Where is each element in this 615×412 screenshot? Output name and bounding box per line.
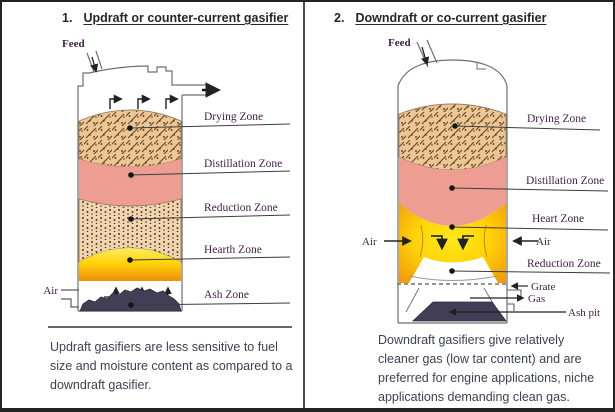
updraft-air-inlet-pipe (61, 289, 79, 308)
updraft-title-text: Updraft or counter-current gasifier (83, 11, 289, 25)
updraft-vessel-top-outline (77, 65, 181, 92)
updraft-caption: Updraft gasifiers are less sensitive to … (50, 338, 308, 395)
downdraft-title: 2. Downdraft or co-current gasifier (334, 11, 546, 25)
downdraft-heart-zone (399, 203, 506, 283)
downdraft-drying-zone-label: Drying Zone (527, 113, 586, 125)
updraft-gasifier-figure: Feed Air Drying Zone Distillation Zone R… (43, 38, 292, 328)
downdraft-gas-label: Gas (528, 293, 545, 305)
downdraft-vessel-dome (397, 59, 508, 87)
downdraft-reduction-zone-label: Reduction Zone (527, 258, 601, 270)
downdraft-distillation-zone (399, 157, 506, 226)
downdraft-title-text: Downdraft or co-current gasifier (355, 11, 547, 25)
panel-divider (303, 2, 305, 408)
caption-line: Downdraft gasifiers give relatively (378, 333, 565, 347)
downdraft-drying-zone (398, 103, 507, 171)
updraft-drying-zone (78, 109, 182, 168)
updraft-title-number: 1. (62, 11, 73, 25)
downdraft-inner-flow-arrow (457, 235, 474, 251)
downdraft-ashpit-label: Ash pit (568, 307, 600, 319)
downdraft-caption: Downdraft gasifiers give relatively clea… (378, 331, 613, 407)
updraft-leader-lines (129, 123, 291, 306)
downdraft-feed-arrow (421, 46, 430, 66)
downdraft-leader-lines (451, 125, 611, 274)
updraft-ash-zone-label: Ash Zone (204, 289, 249, 301)
updraft-distillation-zone-label: Distillation Zone (204, 158, 282, 170)
downdraft-reduction-arc (408, 275, 498, 281)
caption-line: applications demanding clean gas. (378, 390, 570, 404)
caption-line: cleaner gas (low tar content) and are (378, 352, 582, 366)
updraft-feed-chute (86, 50, 103, 73)
downdraft-grate-label: Grate (531, 281, 556, 293)
downdraft-inner-flow-arrow (431, 235, 448, 251)
caption-line: downdraft gasifier. (50, 378, 152, 392)
updraft-flow-arrow (165, 94, 179, 109)
updraft-hearth-zone-label: Hearth Zone (204, 244, 262, 256)
caption-line: size and moisture content as compared to… (50, 359, 293, 373)
updraft-drying-zone-label: Drying Zone (204, 111, 263, 123)
updraft-flow-arrow (137, 94, 151, 109)
downdraft-feed-label: Feed (388, 37, 411, 49)
updraft-leader-dots (127, 125, 134, 308)
updraft-feed-label: Feed (62, 38, 85, 50)
updraft-hearth-zone (79, 248, 181, 281)
downdraft-gasifier-figure: Feed Air Air Drying Zone Distillation Zo… (362, 37, 611, 324)
updraft-distillation-zone (79, 159, 181, 206)
caption-line: Updraft gasifiers are less sensitive to … (50, 340, 278, 354)
updraft-ash-mound (79, 287, 182, 312)
updraft-flow-arrow (109, 94, 123, 109)
caption-line: preferred for engine applications, niche (378, 371, 595, 385)
downdraft-dome-notch (476, 63, 486, 70)
downdraft-air-left-label: Air (362, 236, 377, 248)
downdraft-leader-dots (449, 123, 458, 274)
downdraft-air-right-label: Air (536, 236, 551, 248)
updraft-gas-outlet-pipe (181, 84, 206, 96)
updraft-title: 1. Updraft or counter-current gasifier (62, 11, 288, 25)
updraft-reduction-zone-label: Reduction Zone (204, 202, 278, 214)
updraft-feed-arrow (90, 56, 99, 73)
downdraft-title-number: 2. (334, 11, 345, 25)
downdraft-heart-zone-label: Heart Zone (532, 213, 584, 225)
downdraft-distillation-zone-label: Distillation Zone (526, 175, 604, 187)
updraft-air-label: Air (43, 285, 58, 297)
downdraft-gas-outlet-pipe (507, 289, 522, 311)
